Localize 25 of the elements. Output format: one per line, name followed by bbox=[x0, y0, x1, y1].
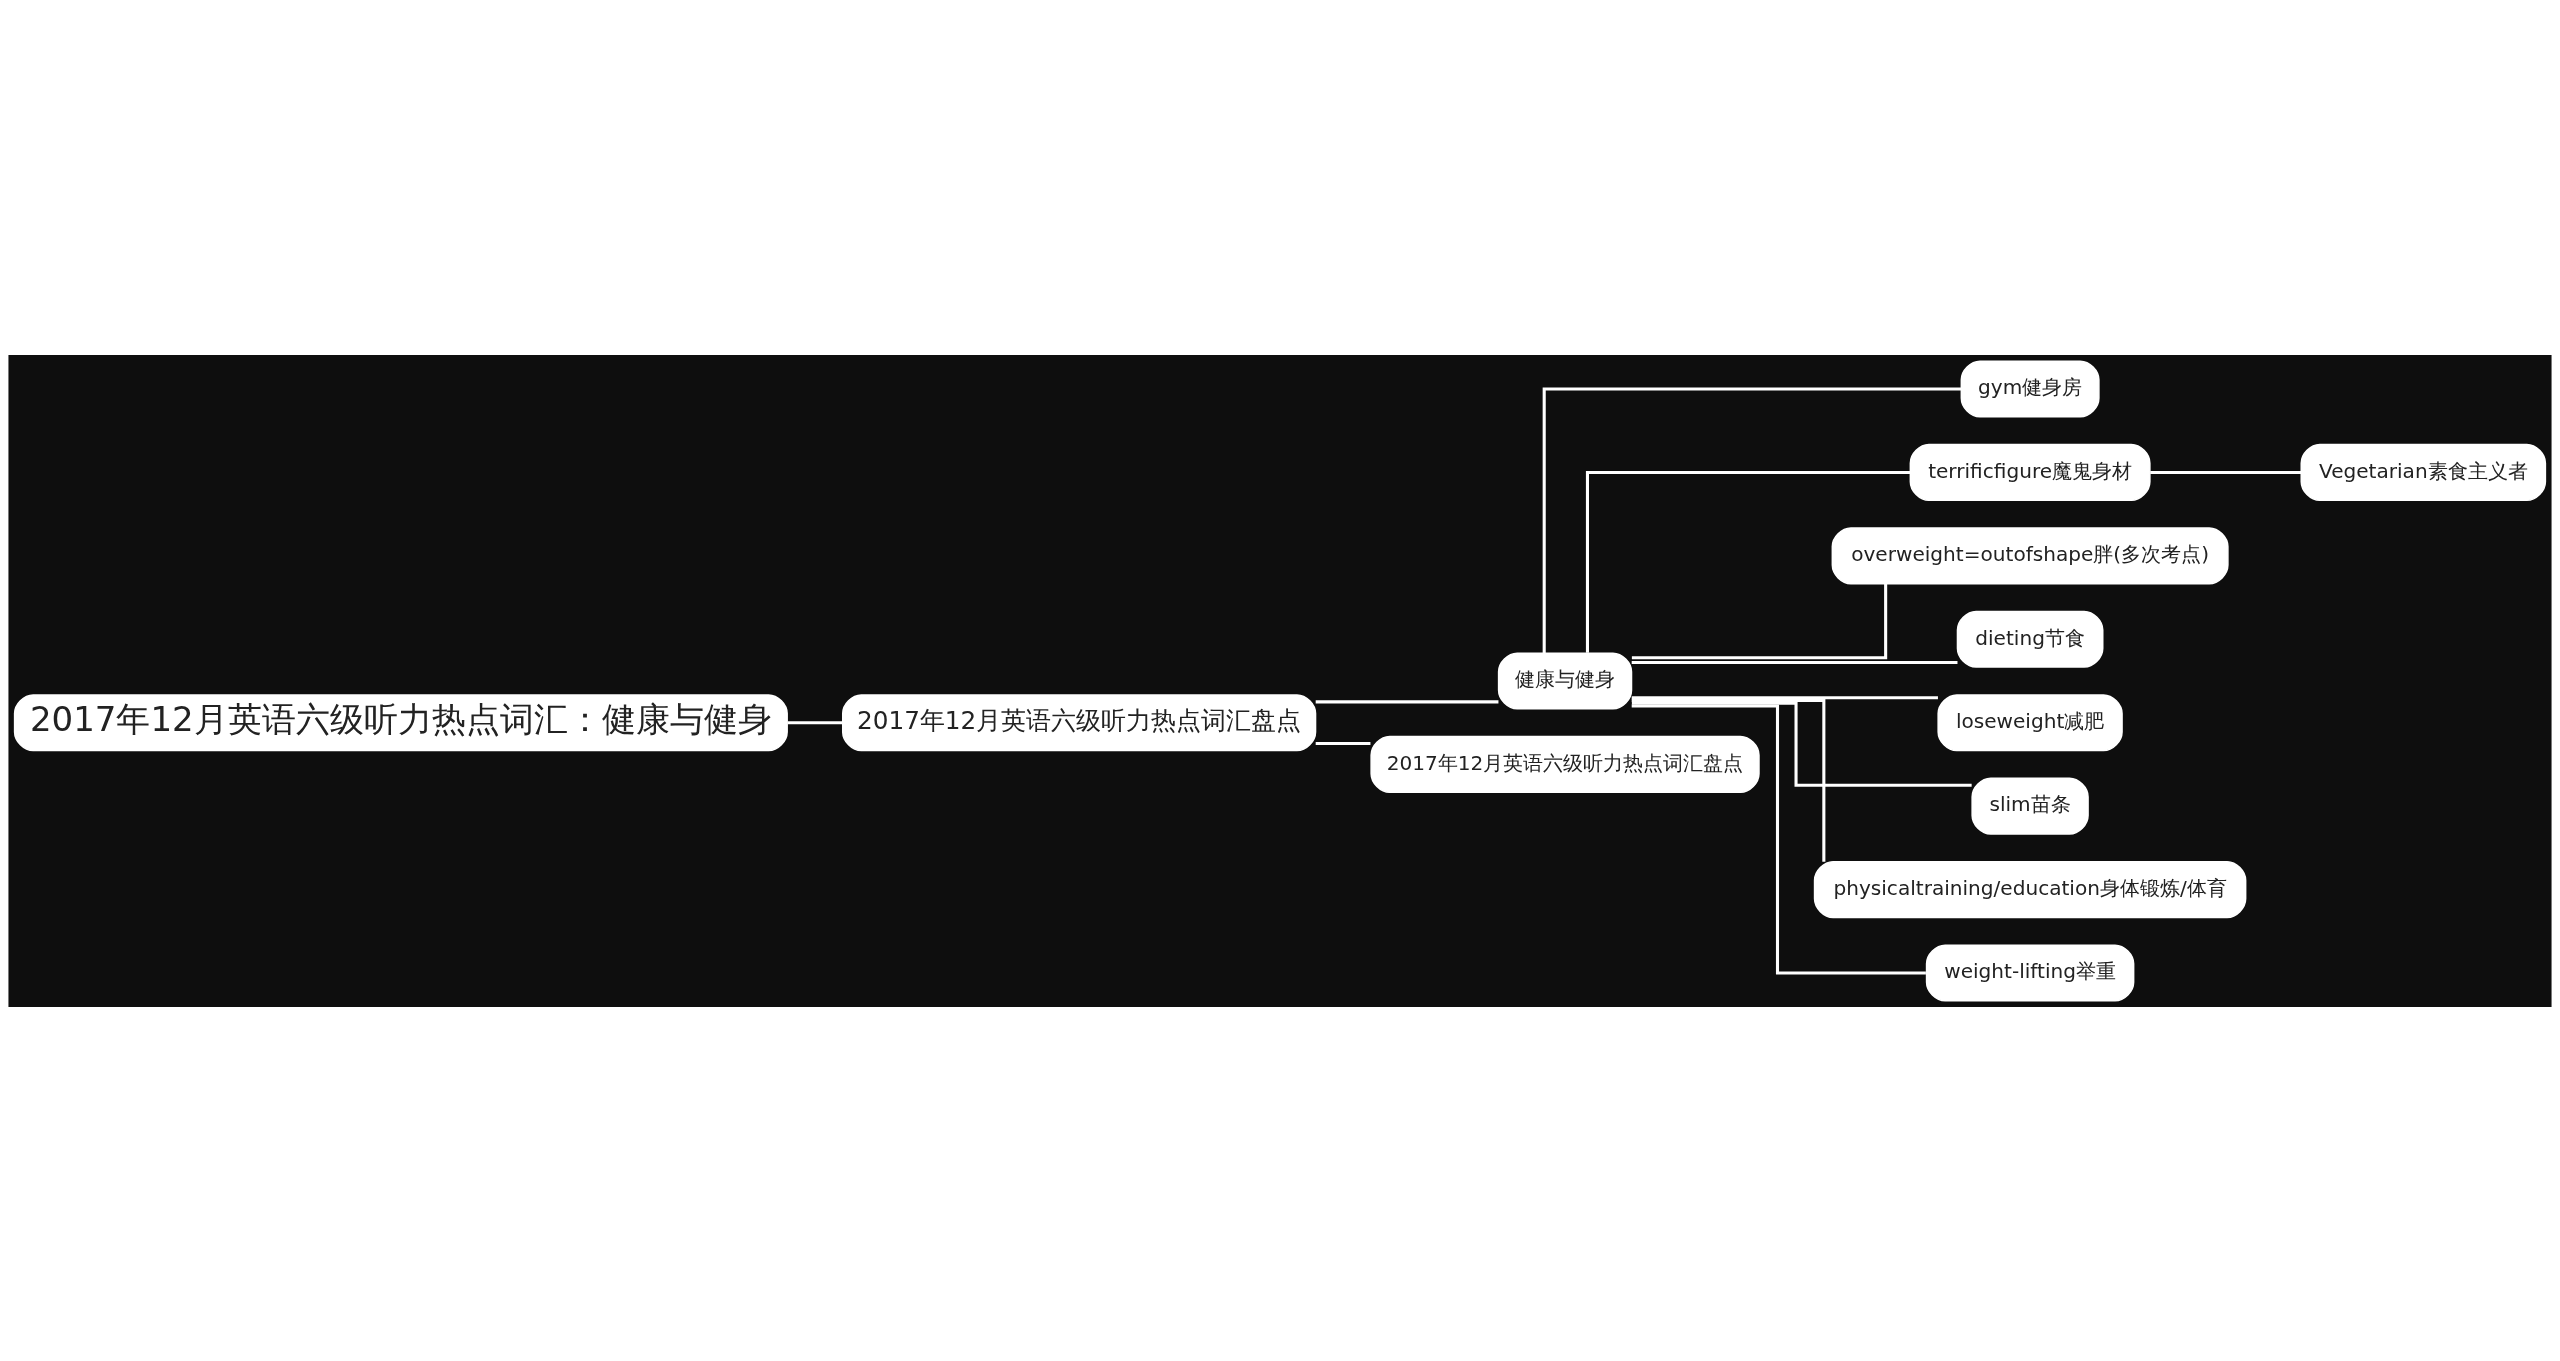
connector bbox=[2150, 470, 2302, 474]
node-box: 2017年12月英语六级听力热点词汇：健康与健身 bbox=[13, 693, 788, 751]
node-box: overweight=outofshape胖(多次考点) bbox=[1831, 526, 2229, 584]
node-box: Vegetarian素食主义者 bbox=[2300, 443, 2547, 501]
node-box: physicaltraining/education身体锻炼/体育 bbox=[1813, 860, 2247, 918]
node-box: 2017年12月英语六级听力热点词汇盘点 bbox=[842, 693, 1317, 751]
node-box: terrificfigure魔鬼身材 bbox=[1909, 443, 2151, 501]
connector bbox=[1315, 699, 1499, 703]
connector bbox=[1631, 695, 1938, 699]
connector bbox=[1631, 698, 1826, 862]
node-box: loseweight减肥 bbox=[1937, 693, 2123, 751]
connector bbox=[787, 720, 843, 724]
connector bbox=[1631, 701, 1972, 787]
connector bbox=[1585, 470, 1911, 653]
connector bbox=[1631, 583, 1888, 659]
node-box: weight-lifting举重 bbox=[1925, 943, 2135, 1002]
node-box: 健康与健身 bbox=[1497, 651, 1633, 710]
connector bbox=[1631, 660, 1958, 664]
connector bbox=[1542, 386, 1961, 653]
node-box: slim苗条 bbox=[1971, 777, 2089, 835]
node-box: gym健身房 bbox=[1960, 359, 2100, 418]
connector bbox=[1315, 741, 1371, 745]
connector bbox=[1631, 704, 1926, 975]
node-box: 2017年12月英语六级听力热点词汇盘点 bbox=[1370, 735, 1760, 793]
node-box: dieting节食 bbox=[1956, 610, 2104, 668]
